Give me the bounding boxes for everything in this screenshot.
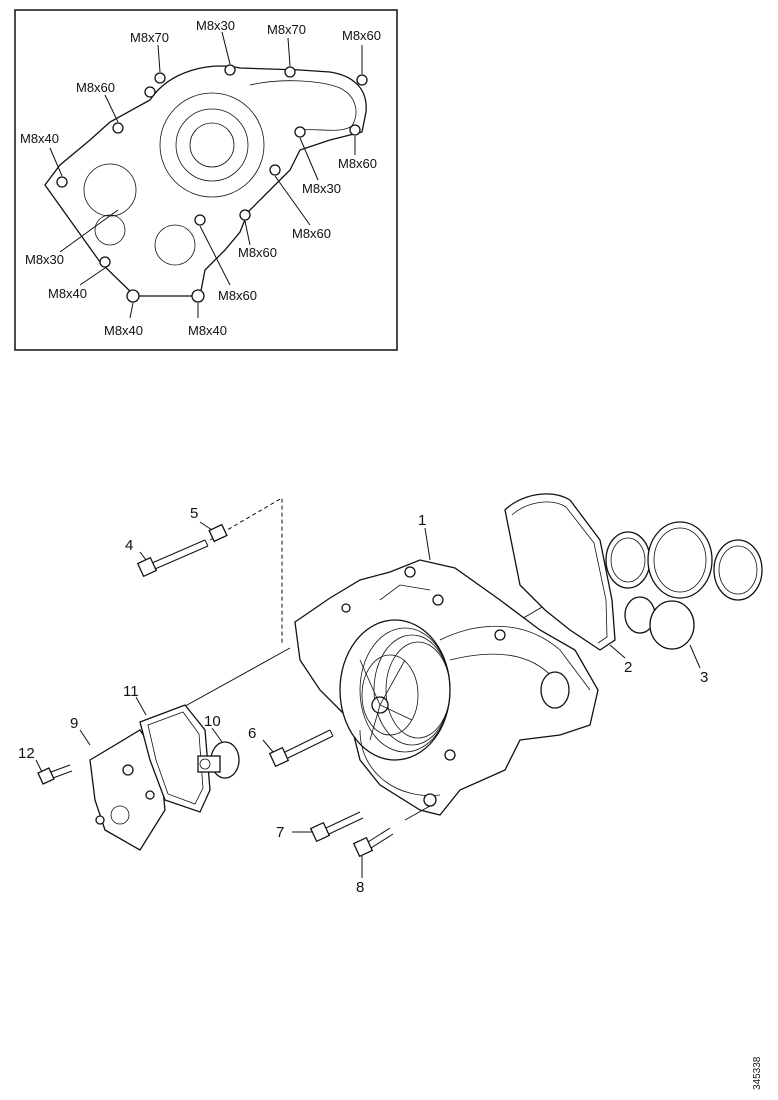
o-ring-set [605, 521, 763, 650]
bolt-label: M8x40 [188, 323, 227, 338]
bolt-short [309, 811, 364, 843]
bolt-label: M8x40 [104, 323, 143, 338]
part-number-11: 11 [123, 683, 139, 700]
bolt-long [136, 539, 209, 578]
part-numbers: 1 2 3 4 5 6 7 8 9 10 11 12 [18, 505, 708, 896]
inset-impeller-core [189, 122, 235, 168]
bolt-label: M8x30 [302, 181, 341, 196]
inset-outlet-arm [249, 80, 357, 131]
bolt-label: M8x60 [338, 156, 377, 171]
part-number-8: 8 [356, 879, 364, 896]
inset-impeller-inner [175, 108, 249, 182]
spacer-sleeve [208, 523, 228, 543]
bolt-label: M8x70 [130, 30, 169, 45]
bolt-flange [352, 805, 431, 858]
water-pump-housing [294, 559, 599, 816]
part-number-9: 9 [70, 715, 78, 732]
bolt-label: M8x60 [342, 28, 381, 43]
inset-port-lower [154, 224, 196, 266]
part-number-12: 12 [18, 745, 35, 762]
bolt-label: M8x60 [218, 288, 257, 303]
cover-gasket [139, 704, 211, 813]
part-number-3: 3 [700, 669, 708, 686]
bolt-label: M8x30 [25, 252, 64, 267]
inset-bolt-holes [56, 64, 368, 303]
bolt-label: M8x30 [196, 18, 235, 33]
inset-bolt-labels: M8x70 M8x30 M8x70 M8x60 M8x60 M8x40 M8x6… [20, 18, 381, 338]
part-number-1: 1 [418, 512, 426, 529]
inset-port-small [94, 214, 126, 246]
exploded-view: 1 2 3 4 5 6 7 8 9 10 11 12 [18, 493, 763, 896]
assembly-guide-dashed [209, 497, 283, 645]
drawing-id: 345338 [752, 1056, 763, 1090]
bolt-label: M8x60 [76, 80, 115, 95]
part-number-10: 10 [204, 713, 221, 730]
part-number-6: 6 [248, 725, 256, 742]
part-number-5: 5 [190, 505, 198, 522]
inset-impeller-housing [159, 92, 265, 198]
bolt-label: M8x40 [48, 286, 87, 301]
part-number-4: 4 [125, 537, 133, 554]
bolt-medium [268, 729, 334, 768]
inset-leaders [49, 31, 363, 319]
cover-screw [37, 764, 73, 785]
inset-panel: M8x70 M8x30 M8x70 M8x60 M8x60 M8x40 M8x6… [14, 9, 398, 351]
part-number-2: 2 [624, 659, 632, 676]
bolt-label: M8x60 [238, 245, 277, 260]
part-number-7: 7 [276, 824, 284, 841]
thermostat [197, 741, 240, 779]
bolt-label: M8x60 [292, 226, 331, 241]
bolt-label: M8x70 [267, 22, 306, 37]
bolt-label: M8x40 [20, 131, 59, 146]
part-leaders [35, 521, 701, 878]
gasket [504, 493, 616, 651]
